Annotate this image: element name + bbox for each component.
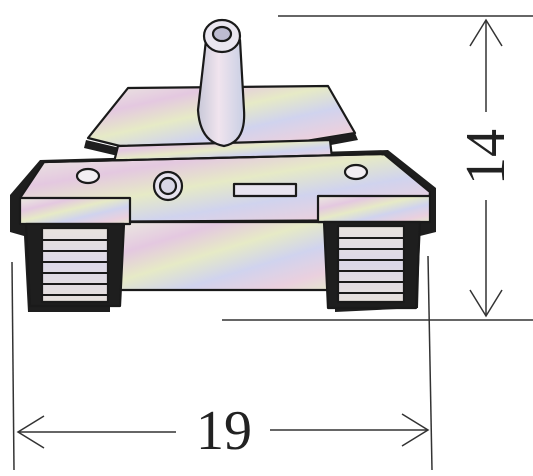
width-extension-line-right [427,255,433,471]
tank-hull-edge [43,152,385,164]
tank-left-light [75,167,101,185]
height-arrow-top-icon [469,18,503,47]
height-arrow-bottom-icon [469,289,503,318]
height-dimension [222,15,533,321]
tank-vision-slot [232,182,298,198]
width-arrow-left-icon [16,415,45,449]
tank-gun-barrel [196,38,246,148]
tank-front-view-icon [10,18,436,312]
tank-right-light [343,163,369,181]
tank-right-fender [316,194,432,224]
height-dimension-label: 14 [455,129,517,185]
tank-lower-hull [110,220,338,292]
tank-turret-roof-shadow [84,140,120,156]
tank-gun-bore [211,25,233,43]
width-arrow-right-icon [401,413,430,447]
tank-left-fender [18,196,132,226]
tank-right-track-treads [338,237,404,294]
width-extension-line-left [11,261,15,471]
width-dimension [11,255,433,471]
tank-left-track-treads [42,239,108,296]
width-dimension-label: 19 [196,400,252,462]
tank-hatch-inner [158,176,178,196]
